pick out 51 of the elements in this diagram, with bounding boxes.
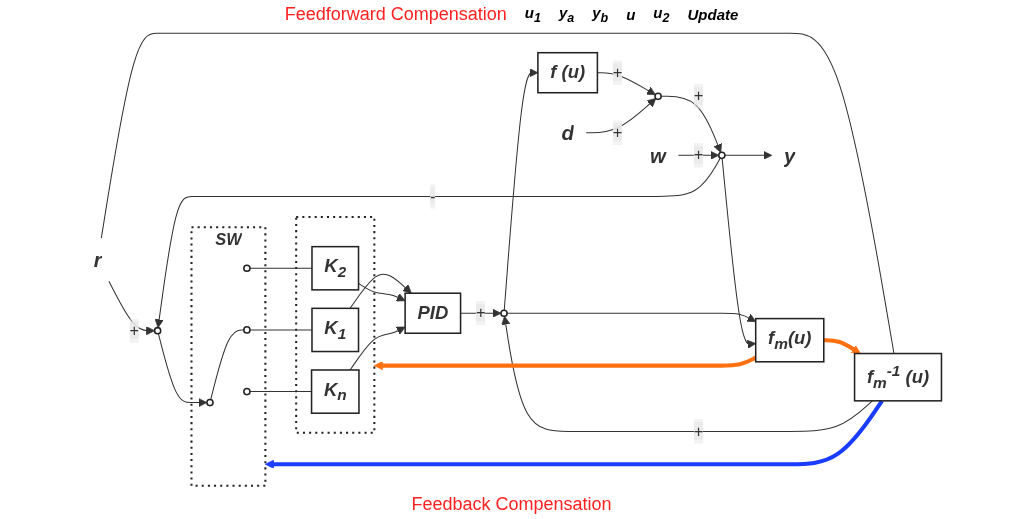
arrow: [358, 282, 406, 302]
node-box: K$_{n}$: [310, 369, 360, 414]
signal-label: u$_{1}$: [524, 4, 541, 25]
signal-label: y$_{a}$: [558, 4, 575, 25]
arrow: [823, 338, 861, 354]
edge-label: +: [129, 321, 140, 339]
arrow: [506, 312, 757, 323]
arrow: [373, 355, 757, 371]
node-box: f (u): [537, 51, 599, 94]
arrow: [349, 273, 412, 309]
signal-label: Update: [687, 6, 739, 23]
node-circle: [153, 326, 162, 335]
arrow: [264, 399, 884, 469]
node-box: K$_{2}$: [311, 245, 360, 291]
annotation-text: Feedback Compensation: [411, 494, 612, 515]
node-circle: [243, 387, 251, 396]
node-box: PID: [404, 292, 462, 334]
arrow: [349, 326, 406, 371]
signal-label: u: [626, 6, 636, 23]
node-text: y: [784, 144, 796, 167]
node-box: f$_{m}$(u): [754, 317, 825, 363]
connector: [210, 329, 245, 401]
arrow: [585, 98, 657, 134]
edge-label: +: [612, 63, 623, 81]
node-circle: [654, 92, 662, 101]
connector: [100, 32, 895, 355]
arrow: [157, 333, 208, 408]
node-box: f$_{m}$$^{-1}$ (u): [853, 352, 943, 402]
edge-label: +: [693, 87, 704, 105]
edge-label: +: [612, 123, 623, 141]
node-circle: [500, 309, 508, 318]
arrow: [660, 95, 722, 153]
edge-label: +: [693, 422, 704, 440]
arrow: [501, 315, 873, 432]
signal-label: u$_{2}$: [653, 4, 670, 25]
node-box: K$_{1}$: [311, 307, 360, 353]
node-text: d: [561, 121, 574, 145]
signal-label: y$_{b}$: [592, 4, 609, 25]
annotation-text: Feedforward Compensation: [284, 4, 507, 25]
node-circle: [718, 151, 726, 160]
node-circle: [243, 264, 251, 273]
edge-label: +: [693, 146, 704, 164]
node-text: r: [93, 248, 102, 271]
arrow: [108, 280, 155, 336]
edge-label: -: [430, 187, 436, 205]
node-circle: [243, 326, 251, 334]
edge-label: +: [475, 303, 486, 322]
arrow: [724, 150, 773, 160]
arrow: [154, 157, 721, 329]
node-circle: [206, 398, 214, 407]
cluster: [295, 215, 376, 434]
